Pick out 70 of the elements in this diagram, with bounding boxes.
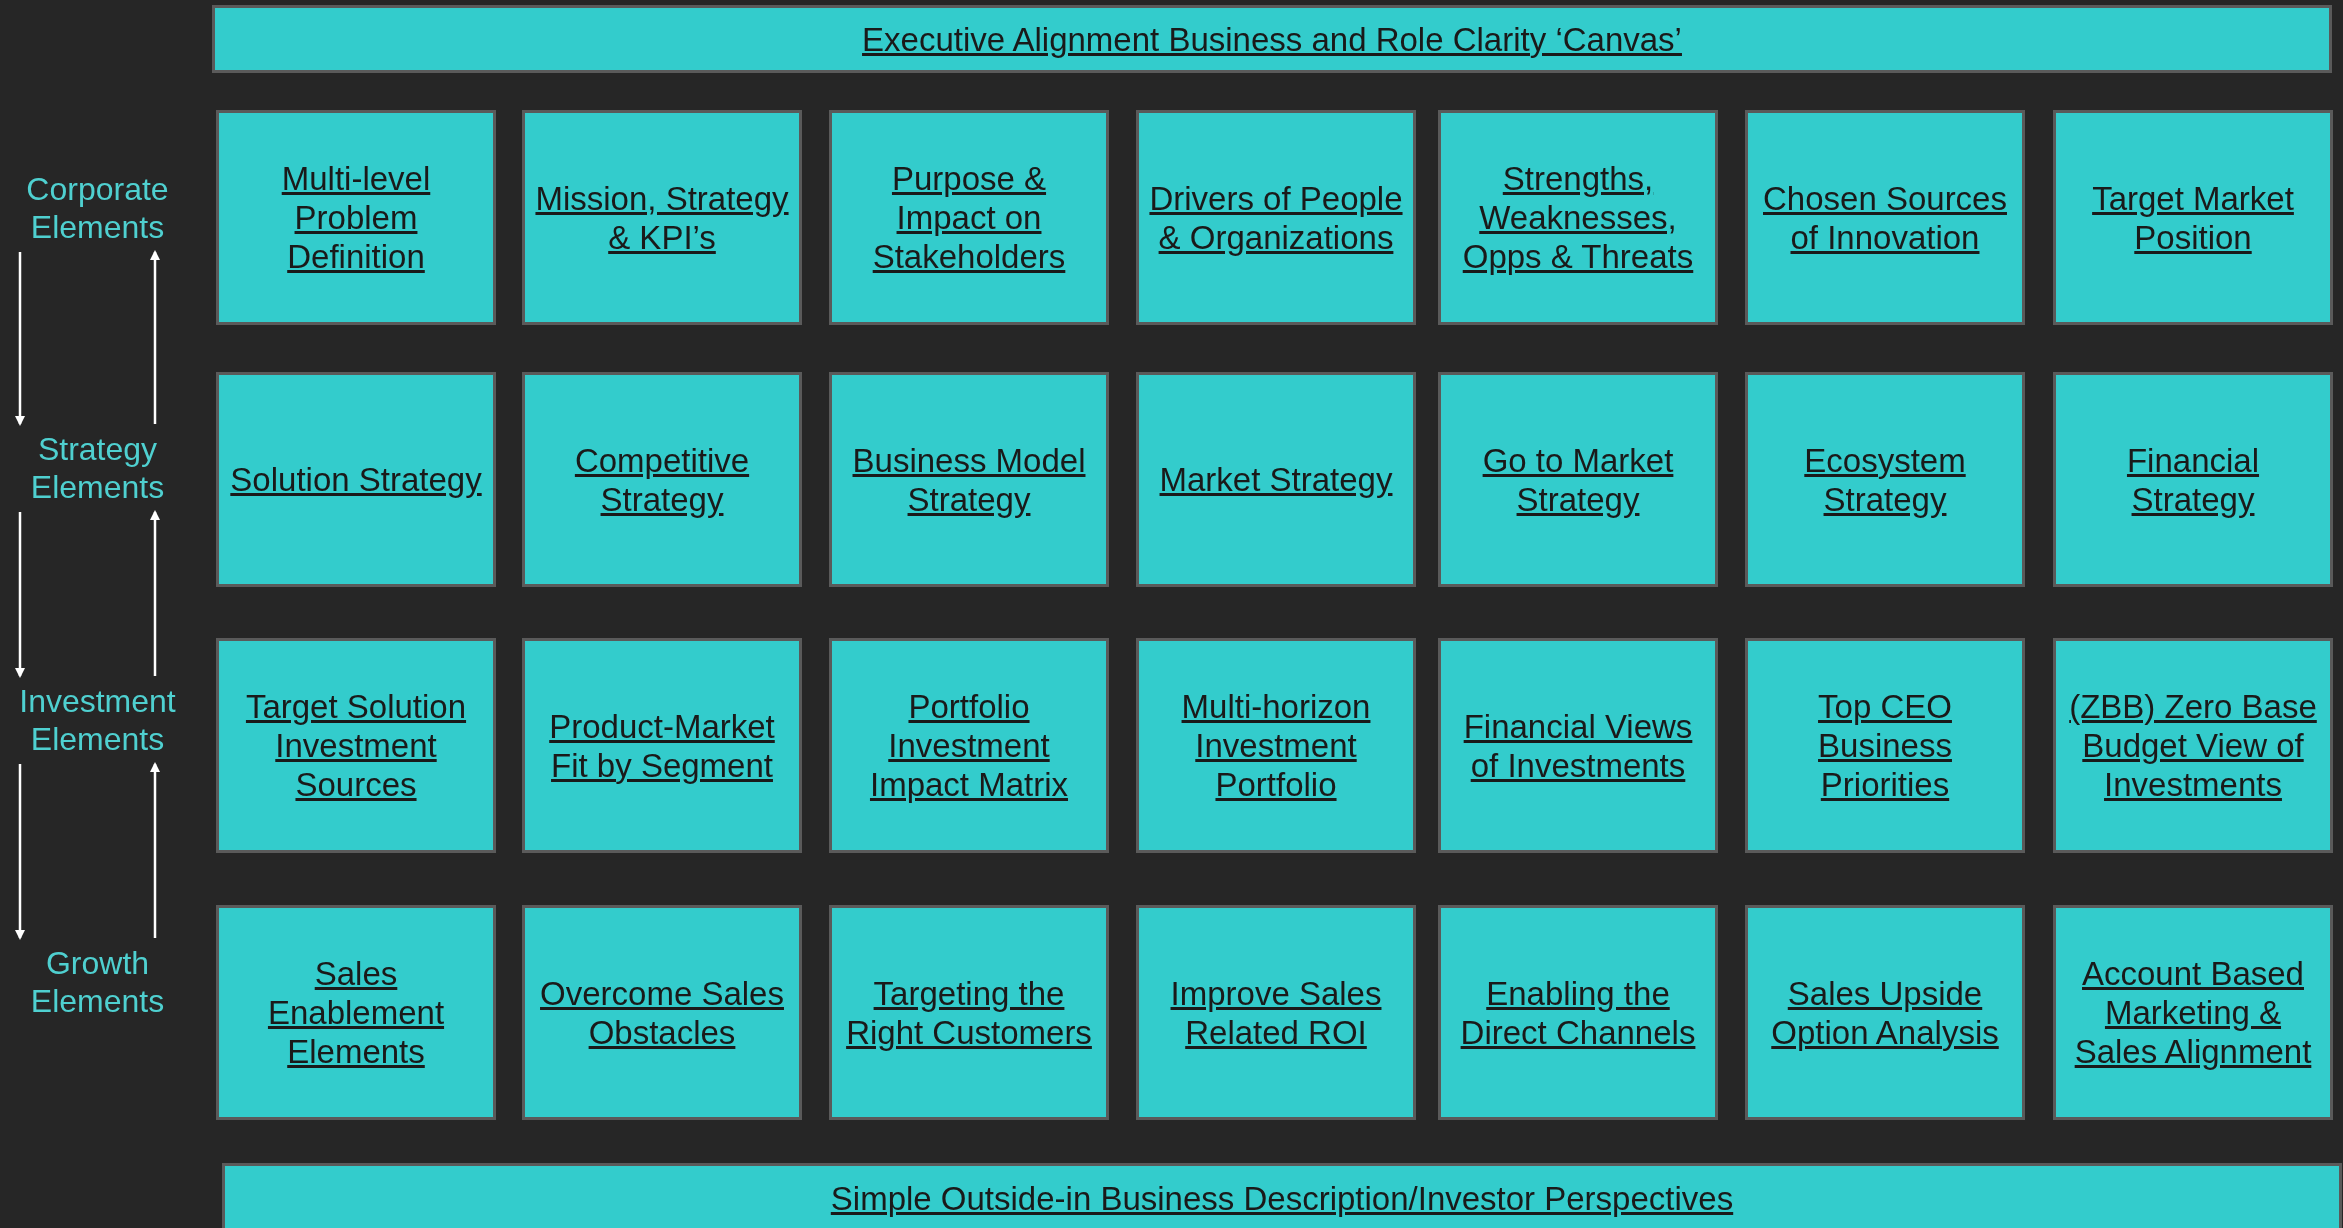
- box-text: Portfolio Investment Impact Matrix: [868, 687, 1069, 804]
- element-box: [1136, 638, 1416, 853]
- element-box: [1438, 372, 1718, 587]
- box-text: Top CEO Business Priorities: [1817, 687, 1953, 804]
- element-box: [1438, 638, 1718, 853]
- box-text: Solution Strategy: [229, 460, 483, 499]
- arrow: [150, 250, 160, 424]
- element-box: [216, 110, 496, 325]
- box-text: (ZBB) Zero Base Budget View of Investments: [2068, 687, 2318, 804]
- element-box: [829, 372, 1109, 587]
- box-text: Overcome Sales Obstacles: [539, 973, 785, 1052]
- box-text: Go to Market Strategy: [1481, 440, 1675, 519]
- element-box: [829, 110, 1109, 325]
- box-text: Competitive Strategy: [573, 440, 751, 519]
- element-box: [522, 638, 802, 853]
- box-text: Multi-level Problem Definition: [280, 159, 432, 276]
- box-text: Improve Sales Related ROI: [1169, 973, 1383, 1052]
- element-box: [2053, 638, 2333, 853]
- box-text: Purpose & Impact on Stakeholders: [871, 159, 1067, 276]
- element-box: [1438, 905, 1718, 1120]
- row-label-text: Investment Elements: [18, 682, 177, 758]
- element-box: [216, 372, 496, 587]
- box-text: Mission, Strategy & KPI’s: [534, 178, 790, 257]
- element-box: [1438, 110, 1718, 325]
- box-text: Financial Views of Investments: [1462, 706, 1694, 785]
- arrow: [15, 764, 25, 940]
- element-box: [1136, 372, 1416, 587]
- box-text: Financial Strategy: [2125, 440, 2261, 519]
- box-text: Targeting the Right Customers: [845, 973, 1093, 1052]
- box-text: Sales Upside Option Analysis: [1770, 973, 2000, 1052]
- box-text: Account Based Marketing & Sales Alignment: [2073, 954, 2313, 1071]
- element-box: [2053, 905, 2333, 1120]
- box-text: Target Solution Investment Sources: [244, 687, 468, 804]
- box-text: Strengths, Weaknesses, Opps & Threats: [1461, 159, 1695, 276]
- box-text: Executive Alignment Business and Role Clarity ‘Canvas’: [861, 19, 1683, 59]
- element-box: [216, 638, 496, 853]
- box-text: Multi-horizon Investment Portfolio: [1180, 687, 1372, 804]
- element-box: [1745, 638, 2025, 853]
- element-box: [1745, 905, 2025, 1120]
- row-label-text: Corporate Elements: [25, 170, 170, 246]
- element-box: [1136, 905, 1416, 1120]
- arrow: [150, 510, 160, 676]
- element-box: [1136, 110, 1416, 325]
- arrow: [150, 762, 160, 938]
- box-text: Target Market Position: [2091, 178, 2295, 257]
- element-box: [522, 372, 802, 587]
- box-text: Enabling the Direct Channels: [1459, 973, 1697, 1052]
- element-box: [2053, 110, 2333, 325]
- row-label-text: Growth Elements: [29, 944, 166, 1020]
- box-text: Ecosystem Strategy: [1803, 440, 1967, 519]
- element-box: [2053, 372, 2333, 587]
- element-box: [829, 905, 1109, 1120]
- element-box: [522, 905, 802, 1120]
- box-text: Market Strategy: [1158, 460, 1394, 499]
- box-text: Drivers of People & Organizations: [1148, 178, 1404, 257]
- box-text: Simple Outside-in Business Description/Investor Perspectives: [829, 1178, 1735, 1218]
- element-box: [216, 905, 496, 1120]
- box-text: Business Model Strategy: [851, 440, 1087, 519]
- element-box: [522, 110, 802, 325]
- banner-box: [222, 1163, 2342, 1228]
- element-box: [829, 638, 1109, 853]
- row-label-text: Strategy Elements: [29, 430, 166, 506]
- element-box: [1745, 110, 2025, 325]
- banner-box: [212, 5, 2332, 73]
- arrow: [15, 512, 25, 678]
- arrow: [15, 252, 25, 426]
- box-text: Sales Enablement Elements: [266, 954, 446, 1071]
- box-text: Chosen Sources of Innovation: [1762, 178, 2008, 257]
- box-text: Product-Market Fit by Segment: [548, 706, 776, 785]
- element-box: [1745, 372, 2025, 587]
